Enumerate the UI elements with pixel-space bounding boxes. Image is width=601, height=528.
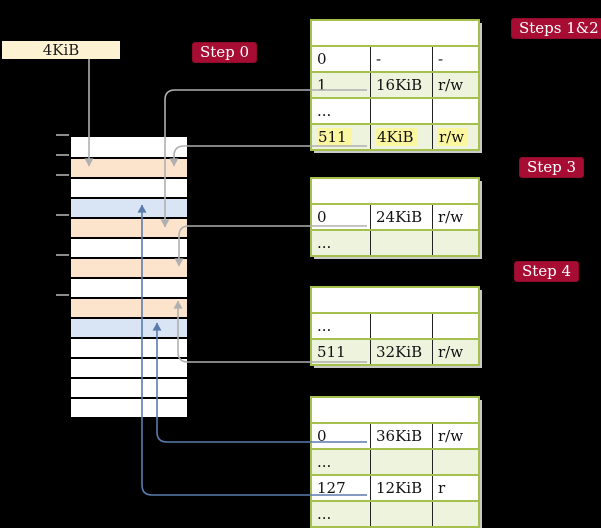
table-cell-index: 0 [312,47,370,71]
table-cell-index: 511 [312,125,370,149]
table-header: Index Frame Flags [312,288,478,312]
table-cell-flags: r [432,476,478,500]
memory-frame-row-free [71,397,187,417]
page-table-final: Index Frame Flags 036KiBr/w...12712KiBr.… [310,396,480,528]
header-index: Index [312,179,370,203]
table-cell-flags: r/w [432,424,478,448]
frame-tick [56,254,69,256]
table-header: Index Frame Flags [312,179,478,203]
table-cell-frame: 16KiB [370,73,432,97]
header-index: Index [312,21,370,45]
table-row: ... [312,229,478,255]
table-cell-flags: r/w [432,125,478,149]
table-cell-frame: 36KiB [370,424,432,448]
page-table-step-3: Index Frame Flags 024KiBr/w... [310,177,480,257]
table-cell-frame [370,314,432,338]
step-badge-3: Step 3 [519,157,585,178]
step-badge-4: Step 4 [514,261,580,282]
table-cell-frame [370,99,432,123]
table-row: 0-- [312,45,478,71]
header-index: Index [312,288,370,312]
highlighted-value: 4KiB [376,128,418,146]
memory-frame-row-pagetable [71,217,187,237]
memory-frame-row-pagetable [71,157,187,177]
table-cell-frame: 24KiB [370,205,432,229]
table-cell-frame: 32KiB [370,340,432,364]
table-cell-flags: r/w [432,73,478,97]
table-header: Index Frame Flags [312,21,478,45]
table-cell-flags [432,231,478,255]
table-cell-flags [432,314,478,338]
table-cell-index: 127 [312,476,370,500]
physical-memory-column [69,135,189,419]
table-row: 511 4KiB r/w [312,123,478,149]
step-badge-1-2: Steps 1&2 [511,18,601,39]
memory-frame-row-page [71,197,187,217]
table-cell-index: ... [312,231,370,255]
header-index: Index [312,398,370,422]
frame-tick [56,154,69,156]
table-cell-frame [370,450,432,474]
table-cell-index: 511 [312,340,370,364]
table-row: ... [312,97,478,123]
table-row: ... [312,312,478,338]
free-frame-label: 4KiB [42,41,80,59]
table-cell-flags: r/w [432,340,478,364]
table-cell-frame: - [370,47,432,71]
table-header: Index Frame Flags [312,398,478,422]
header-flags: Flags [432,179,478,203]
memory-frame-row-free [71,237,187,257]
table-cell-index: ... [312,314,370,338]
header-frame: Frame [370,398,432,422]
highlighted-value: r/w [438,128,469,146]
frame-tick [56,294,69,296]
memory-frame-row-free [71,137,187,157]
header-flags: Flags [432,288,478,312]
memory-frame-row-page [71,317,187,337]
table-cell-index: 1 [312,73,370,97]
table-cell-frame: 12KiB [370,476,432,500]
header-flags: Flags [432,21,478,45]
frame-tick [56,174,69,176]
table-cell-index: 0 [312,424,370,448]
table-cell-index: ... [312,450,370,474]
header-frame: Frame [370,179,432,203]
page-table-steps-1-2: Index Frame Flags 0--116KiBr/w...5114KiB… [310,19,480,151]
step-badge-0: Step 0 [192,42,258,63]
table-row: ... [312,500,478,526]
table-cell-index: 0 [312,205,370,229]
memory-frame-row-free [71,377,187,397]
table-cell-frame [370,502,432,526]
free-frame-box: 4KiB [2,41,120,59]
table-cell-flags [432,450,478,474]
table-cell-index: ... [312,502,370,526]
table-cell-frame [370,231,432,255]
memory-frame-row-free [71,357,187,377]
table-row: ... [312,448,478,474]
memory-frame-row-free [71,177,187,197]
header-frame: Frame [370,21,432,45]
table-cell-frame: 4KiB [370,125,432,149]
table-cell-flags: r/w [432,205,478,229]
header-flags: Flags [432,398,478,422]
frame-tick [56,134,69,136]
memory-frame-row-free [71,277,187,297]
memory-frame-row-pagetable [71,297,187,317]
table-cell-flags [432,502,478,526]
header-frame: Frame [370,288,432,312]
highlighted-value: 511 [317,128,351,146]
frame-tick [56,214,69,216]
memory-frame-row-pagetable [71,257,187,277]
memory-frame-row-free [71,337,187,357]
table-cell-flags [432,99,478,123]
table-cell-flags: - [432,47,478,71]
table-cell-index: ... [312,99,370,123]
